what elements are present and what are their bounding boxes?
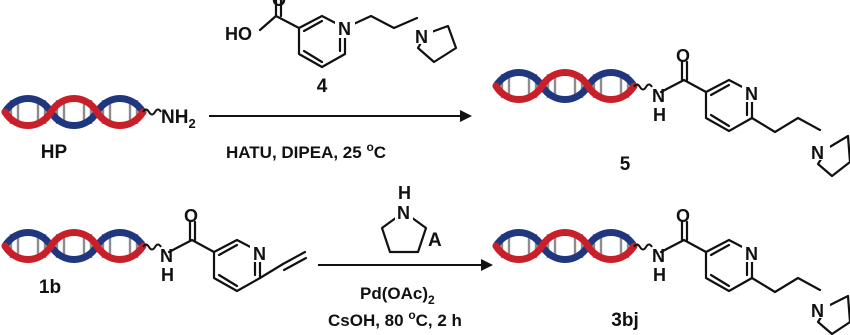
compound-1b-structure: O N H N xyxy=(160,206,308,293)
reagent-a-structure: H N xyxy=(380,183,428,254)
atom-label: H xyxy=(161,265,174,285)
atom-label: N xyxy=(745,84,758,104)
atom-label: N xyxy=(415,27,428,47)
atom-label: N xyxy=(745,244,758,264)
atom-label: O xyxy=(676,206,690,226)
dna-helix-icon xyxy=(496,232,634,260)
reagent-4-structure: O HO N N xyxy=(225,0,458,69)
atom-label: N xyxy=(397,203,410,223)
reaction-arrow-1 xyxy=(209,110,472,122)
linker-wavy xyxy=(633,243,653,251)
atom-label: HO xyxy=(225,24,252,44)
atom-label: N xyxy=(811,301,824,321)
catalyst-label: Pd(OAc)2 xyxy=(360,284,435,307)
compound-label-5: 5 xyxy=(620,154,631,175)
linker-wavy xyxy=(633,83,653,91)
reaction-arrow-2 xyxy=(318,259,493,271)
atom-label: H xyxy=(398,183,411,203)
atom-label: N xyxy=(253,244,266,264)
linker-wavy xyxy=(142,243,162,251)
dna-helix-icon xyxy=(496,72,634,100)
product-3bj-structure: O N H N N xyxy=(652,206,850,335)
product-5-structure: O N H N N xyxy=(652,46,850,178)
compound-label-1b: 1b xyxy=(39,277,61,298)
atom-label: N xyxy=(811,143,824,163)
atom-label: N xyxy=(160,246,173,266)
compound-label-a: A xyxy=(428,230,442,251)
compound-label-hp: HP xyxy=(41,142,68,163)
atom-label: H xyxy=(653,105,666,125)
atom-label: N xyxy=(338,19,351,39)
conditions-2: CsOH, 80 oC, 2 h xyxy=(328,308,462,330)
atom-label: H xyxy=(653,265,666,285)
atom-label: N xyxy=(652,86,665,106)
conditions-1: HATU, DIPEA, 25 oC xyxy=(226,140,386,162)
atom-label: O xyxy=(184,206,198,226)
dna-helix-icon xyxy=(5,232,143,260)
compound-label-3bj: 3bj xyxy=(611,310,638,331)
atom-label: O xyxy=(676,46,690,66)
compound-label-4: 4 xyxy=(317,76,328,97)
linker-wavy xyxy=(142,108,162,116)
dna-helix-icon xyxy=(5,98,143,126)
hp-amine-group: NH2 xyxy=(161,107,196,131)
atom-label: N xyxy=(652,246,665,266)
atom-label: O xyxy=(272,0,286,10)
